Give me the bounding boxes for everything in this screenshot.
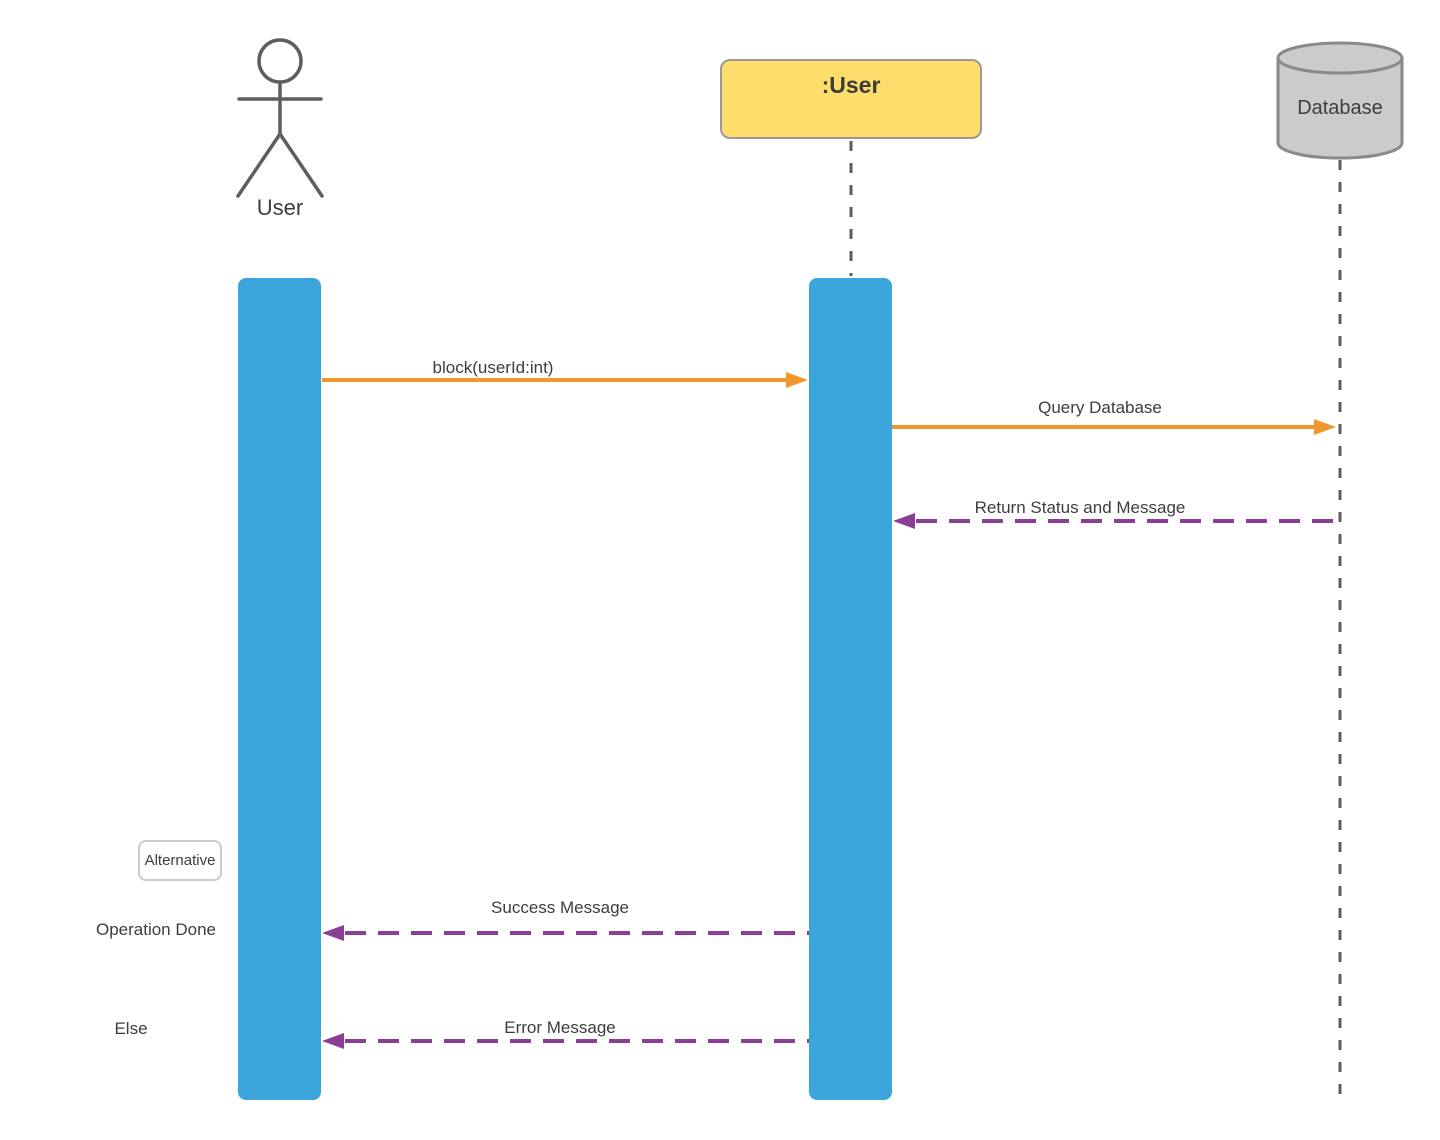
object-user-box: :User [720, 59, 982, 139]
arrowhead-right-icon [786, 372, 808, 388]
database-cylinder-icon [1276, 41, 1404, 160]
arrowhead-left-icon [322, 925, 344, 941]
database-cylinder-top [1276, 41, 1404, 75]
actor-user-figure [236, 38, 324, 198]
message-label-success: Success Message [491, 898, 629, 917]
object-user-label: :User [821, 72, 881, 98]
actor-right-leg-line [278, 132, 324, 198]
message-label-query-db: Query Database [1038, 398, 1162, 417]
alt-frame-box: Alternative [138, 840, 222, 881]
activation-bar-object-user [809, 278, 892, 1100]
message-label-return-status: Return Status and Message [974, 498, 1186, 517]
arrowhead-left-icon [322, 1033, 344, 1049]
guard-else-label: Else [114, 1019, 148, 1038]
actor-left-leg-line [236, 132, 282, 198]
message-label-block-call: block(userId:int) [432, 358, 554, 377]
alt-frame-label: Alternative [144, 852, 216, 869]
guard-operation-done-label: Operation Done [95, 920, 217, 939]
message-label-error: Error Message [504, 1018, 616, 1037]
actor-head-icon [257, 38, 303, 84]
database-cylinder-body [1276, 58, 1404, 160]
arrowhead-left-icon [893, 513, 915, 529]
actor-user-label: User [256, 195, 304, 220]
database-label: Database [1297, 97, 1383, 119]
activation-bar-user [238, 278, 321, 1100]
arrowhead-right-icon [1314, 419, 1336, 435]
